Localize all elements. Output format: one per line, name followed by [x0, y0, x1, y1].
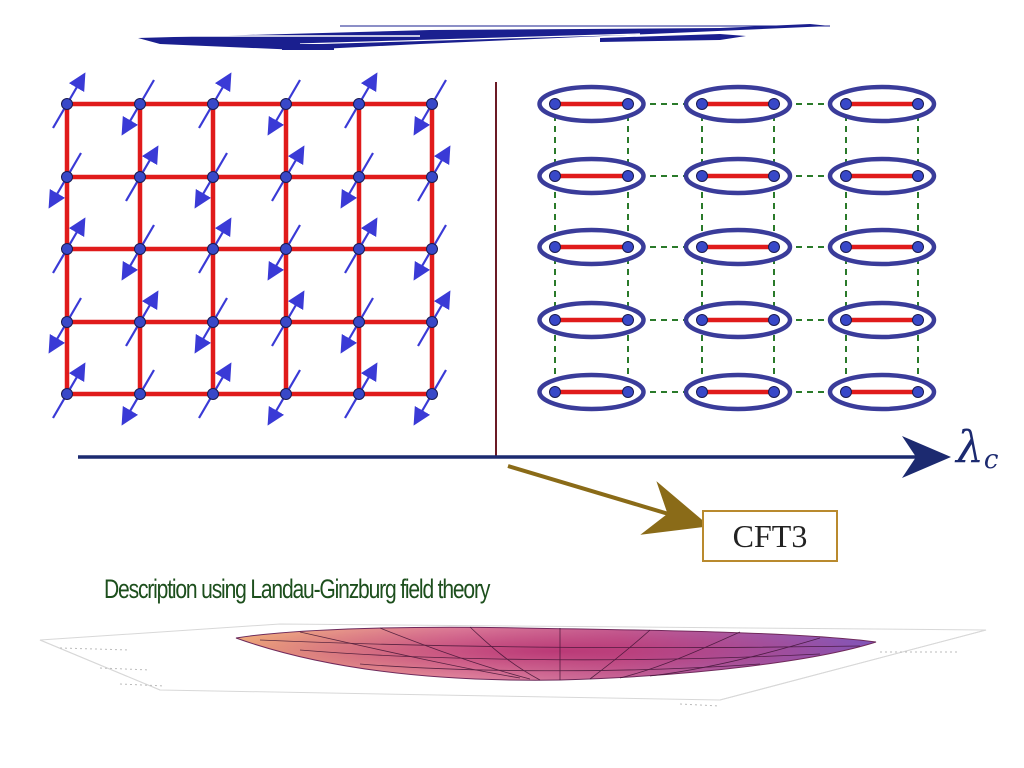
site-dot-icon	[768, 170, 780, 182]
site-dot-icon	[280, 388, 292, 400]
site-dot-icon	[912, 386, 924, 398]
cft3-label: CFT3	[732, 517, 808, 554]
site-dot-icon	[840, 170, 852, 182]
site-dot-icon	[912, 314, 924, 326]
cft3-label-box: CFT3	[702, 510, 838, 562]
site-dot-icon	[134, 388, 146, 400]
site-dot-icon	[549, 386, 561, 398]
decorative-header-streaks	[138, 24, 830, 50]
lambda-subscript: c	[983, 445, 999, 475]
site-dot-icon	[622, 241, 634, 253]
site-dot-icon	[207, 388, 219, 400]
site-dot-icon	[353, 171, 365, 183]
site-dot-icon	[353, 243, 365, 255]
site-dot-icon	[696, 314, 708, 326]
site-dot-icon	[622, 314, 634, 326]
site-dot-icon	[280, 243, 292, 255]
site-dot-icon	[207, 243, 219, 255]
site-dot-icon	[280, 98, 292, 110]
site-dot-icon	[622, 170, 634, 182]
potential-surface-plot	[39, 623, 987, 707]
landau-ginzburg-caption: Description using Landau-Ginzburg field …	[104, 574, 490, 604]
site-dot-icon	[426, 98, 438, 110]
site-dot-icon	[768, 386, 780, 398]
site-dot-icon	[426, 171, 438, 183]
site-dot-icon	[207, 316, 219, 328]
site-dot-icon	[840, 98, 852, 110]
site-dot-icon	[768, 241, 780, 253]
site-dot-icon	[768, 314, 780, 326]
site-dot-icon	[426, 243, 438, 255]
site-dot-icon	[426, 316, 438, 328]
site-dot-icon	[622, 386, 634, 398]
site-dot-icon	[696, 98, 708, 110]
site-dot-icon	[622, 98, 634, 110]
site-dot-icon	[549, 241, 561, 253]
site-dot-icon	[134, 171, 146, 183]
antiferromagnet-lattice	[48, 72, 451, 426]
site-dot-icon	[912, 98, 924, 110]
site-dot-icon	[61, 98, 73, 110]
site-dot-icon	[912, 170, 924, 182]
site-dot-icon	[696, 170, 708, 182]
site-dot-icon	[280, 316, 292, 328]
dimer-lattice	[537, 84, 937, 412]
site-dot-icon	[912, 241, 924, 253]
site-dot-icon	[426, 388, 438, 400]
site-dot-icon	[353, 98, 365, 110]
site-dot-icon	[840, 241, 852, 253]
coupling-parameter-label: λc	[956, 422, 998, 475]
site-dot-icon	[61, 388, 73, 400]
site-dot-icon	[696, 386, 708, 398]
site-dot-icon	[768, 98, 780, 110]
site-dot-icon	[61, 171, 73, 183]
site-dot-icon	[280, 171, 292, 183]
site-dot-icon	[353, 316, 365, 328]
site-dot-icon	[207, 98, 219, 110]
site-dot-icon	[61, 243, 73, 255]
site-dot-icon	[134, 243, 146, 255]
site-dot-icon	[353, 388, 365, 400]
site-dot-icon	[549, 98, 561, 110]
site-dot-icon	[61, 316, 73, 328]
site-dot-icon	[549, 170, 561, 182]
lambda-symbol: λ	[956, 422, 984, 473]
site-dot-icon	[207, 171, 219, 183]
cft-pointer-arrow	[507, 464, 710, 535]
site-dot-icon	[549, 314, 561, 326]
site-dot-icon	[840, 314, 852, 326]
site-dot-icon	[840, 386, 852, 398]
site-dot-icon	[134, 98, 146, 110]
site-dot-icon	[134, 316, 146, 328]
site-dot-icon	[696, 241, 708, 253]
